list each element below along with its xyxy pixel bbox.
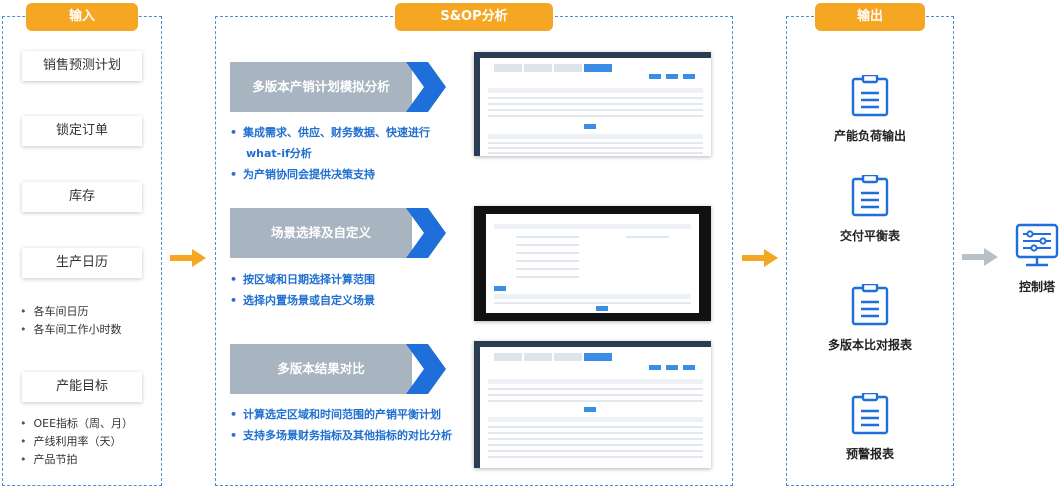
control-tower: 控制塔 [1010, 222, 1064, 295]
feature-text: 支持多场景财务指标及其他指标的对比分析 [243, 429, 453, 442]
clipboard-icon [851, 73, 889, 117]
banner-scenario-selection: 场景选择及自定义 [230, 208, 446, 258]
input-item-locked-orders: 锁定订单 [22, 116, 142, 146]
calendar-bullets: 各车间日历 各车间工作小时数 [20, 303, 122, 339]
clipboard-icon [851, 391, 889, 435]
control-tower-icon [1015, 223, 1059, 267]
capacity-bullet: 产品节拍 [20, 451, 133, 469]
output-label: 交付平衡表 [839, 229, 900, 243]
control-tower-label: 控制塔 [1018, 280, 1055, 294]
feature-bullet: •按区域和日期选择计算范围 [230, 273, 376, 286]
capacity-bullets: OEE指标（周、月） 产线利用率（天） 产品节拍 [20, 415, 134, 469]
input-item-capacity-target: 产能目标 [22, 372, 142, 402]
feature-text: 按区域和日期选择计算范围 [243, 273, 376, 286]
banner-label: 多版本结果对比 [230, 344, 412, 394]
banner-label: 场景选择及自定义 [230, 208, 412, 258]
output-label: 多版本比对报表 [827, 338, 912, 352]
output-item-version-comparison-report: 多版本比对报表 [800, 282, 940, 353]
capacity-bullet: OEE指标（周、月） [20, 415, 134, 433]
feature-bullet: •支持多场景财务指标及其他指标的对比分析 [230, 429, 453, 442]
feature-bullet: •集成需求、供应、财务数据、快速进行 [230, 126, 431, 139]
output-title: 输出 [815, 3, 925, 31]
arrow-right-icon [170, 249, 206, 267]
sop-title: S&OP分析 [395, 3, 553, 31]
section2-bullets: •按区域和日期选择计算范围 •选择内置场景或自定义场景 [230, 269, 375, 311]
screenshot-scenario-selection [474, 206, 711, 321]
output-item-delivery-balance: 交付平衡表 [800, 173, 940, 244]
calendar-bullet: 各车间工作小时数 [20, 321, 122, 339]
capacity-bullet: 产线利用率（天） [20, 433, 133, 451]
clipboard-icon [851, 173, 889, 217]
arrow-right-icon [742, 249, 778, 267]
input-item-inventory: 库存 [22, 182, 142, 212]
section3-bullets: •计算选定区域和时间范围的产销平衡计划 •支持多场景财务指标及其他指标的对比分析 [230, 404, 452, 446]
output-item-capacity-load: 产能负荷输出 [800, 73, 940, 144]
input-item-production-calendar: 生产日历 [22, 248, 142, 278]
calendar-bullet: 各车间日历 [20, 303, 122, 321]
input-title: 输入 [26, 3, 138, 31]
feature-text: 选择内置场景或自定义场景 [243, 294, 376, 307]
arrow-right-icon [962, 248, 998, 266]
feature-text: 计算选定区域和时间范围的产销平衡计划 [243, 408, 442, 421]
screenshot-multi-version-sim [474, 52, 711, 156]
feature-bullet-continued: what-if分析 [246, 147, 312, 160]
input-item-sales-forecast: 销售预测计划 [22, 51, 142, 81]
banner-label: 多版本产销计划模拟分析 [230, 62, 412, 112]
section1-bullets: •集成需求、供应、财务数据、快速进行 what-if分析 •为产销协同会提供决策… [230, 122, 430, 185]
feature-text: 为产销协同会提供决策支持 [243, 168, 376, 181]
feature-bullet: •选择内置场景或自定义场景 [230, 294, 376, 307]
chevron-icon [406, 62, 446, 112]
chevron-icon [406, 344, 446, 394]
output-label: 预警报表 [845, 447, 894, 461]
output-item-alert-report: 预警报表 [800, 391, 940, 462]
feature-bullet: •计算选定区域和时间范围的产销平衡计划 [230, 408, 442, 421]
feature-text: 集成需求、供应、财务数据、快速进行 [243, 126, 431, 139]
feature-bullet: •为产销协同会提供决策支持 [230, 168, 376, 181]
output-label: 产能负荷输出 [833, 129, 906, 143]
chevron-icon [406, 208, 446, 258]
banner-version-comparison: 多版本结果对比 [230, 344, 446, 394]
banner-multi-version-sim: 多版本产销计划模拟分析 [230, 62, 446, 112]
screenshot-version-comparison [474, 341, 711, 468]
clipboard-icon [851, 282, 889, 326]
